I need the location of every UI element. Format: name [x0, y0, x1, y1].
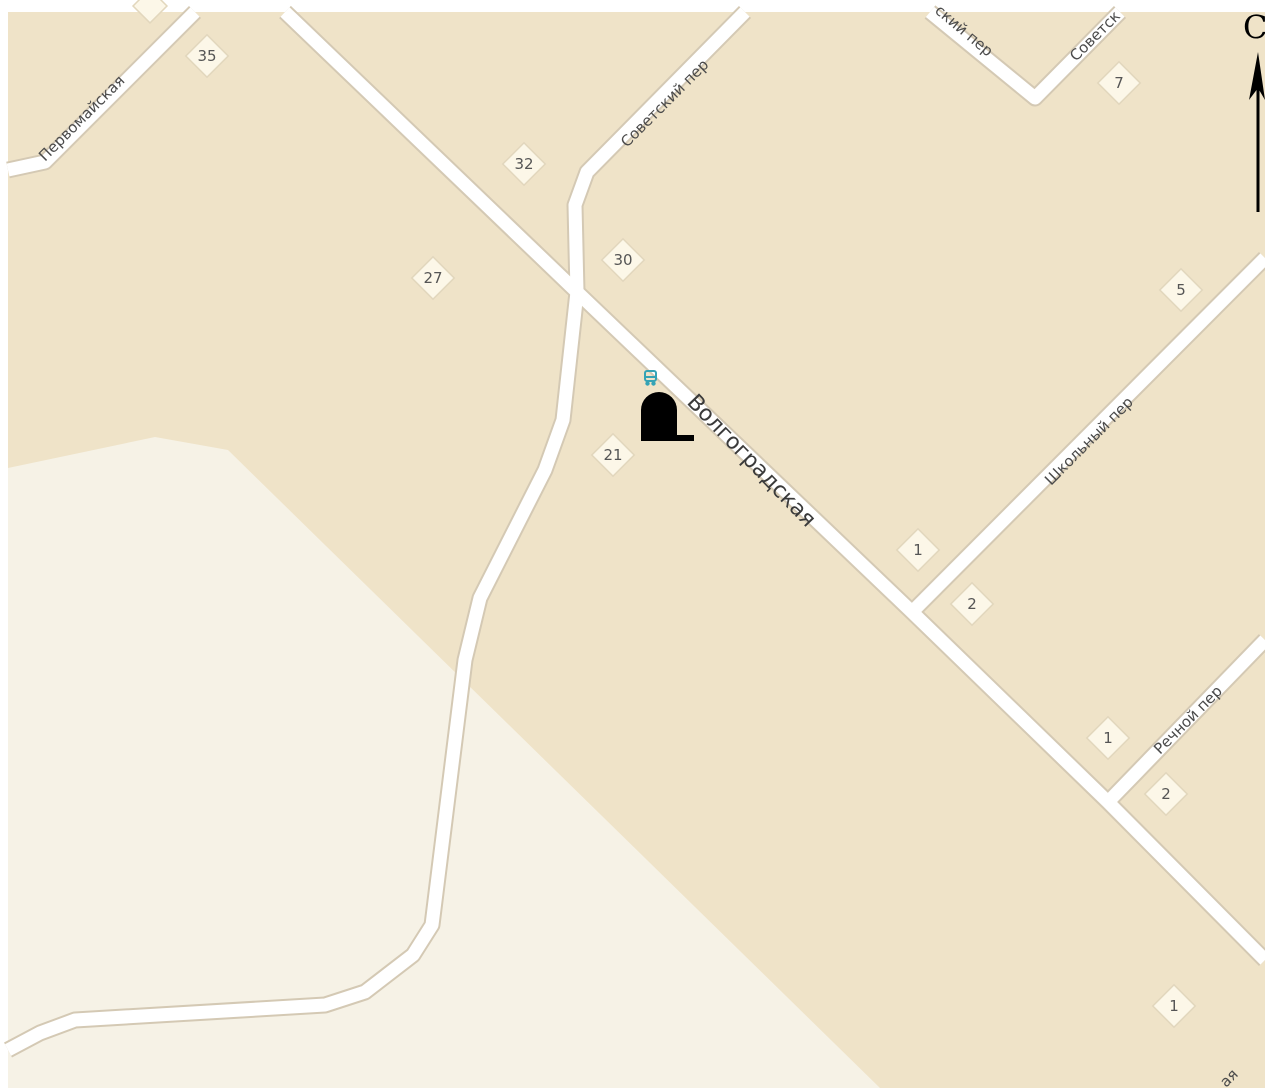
house-number: 5: [1176, 281, 1186, 299]
road-rechnoy: [1103, 635, 1265, 807]
house-marker-7[interactable]: 7: [1096, 60, 1142, 106]
north-arrow-head: [1249, 52, 1265, 100]
roads: [4, 6, 1265, 1056]
house-number: 21: [603, 446, 622, 464]
house-marker-1a[interactable]: 1: [895, 527, 941, 573]
road-west-curve: [4, 291, 584, 1056]
house-marker-5[interactable]: 5: [1158, 267, 1204, 313]
house-marker-32[interactable]: 32: [501, 141, 547, 187]
house-marker-partial: [131, 0, 169, 25]
road-sovetsky: [568, 7, 750, 293]
house-number: 1: [1169, 997, 1179, 1015]
house-marker-35[interactable]: 35: [184, 33, 230, 79]
road-top-right: [925, 6, 1125, 105]
landmark-marker-icon[interactable]: [641, 392, 694, 441]
road-shkolny: [907, 253, 1265, 617]
house-number: 2: [1161, 785, 1171, 803]
house-marker-27[interactable]: 27: [410, 255, 456, 301]
house-marker-1c[interactable]: 1: [1151, 983, 1197, 1029]
house-marker-21[interactable]: 21: [590, 432, 636, 478]
house-marker-2b[interactable]: 2: [1143, 771, 1189, 817]
house-number: 35: [197, 47, 216, 65]
house-marker-1b[interactable]: 1: [1085, 715, 1131, 761]
house-number: 1: [1103, 729, 1113, 747]
bus-stop-icon[interactable]: [644, 370, 657, 386]
house-number: 32: [514, 155, 533, 173]
house-marker-30[interactable]: 30: [600, 237, 646, 283]
house-number: 27: [423, 269, 442, 287]
house-number: 1: [913, 541, 923, 559]
house-marker-2a[interactable]: 2: [949, 581, 995, 627]
road-pervomayskaya: [6, 7, 200, 177]
house-number: 7: [1114, 74, 1124, 92]
north-letter: С: [1243, 8, 1265, 46]
house-number: 2: [967, 595, 977, 613]
north-arrow: С: [1243, 8, 1265, 212]
house-number: 30: [613, 251, 632, 269]
